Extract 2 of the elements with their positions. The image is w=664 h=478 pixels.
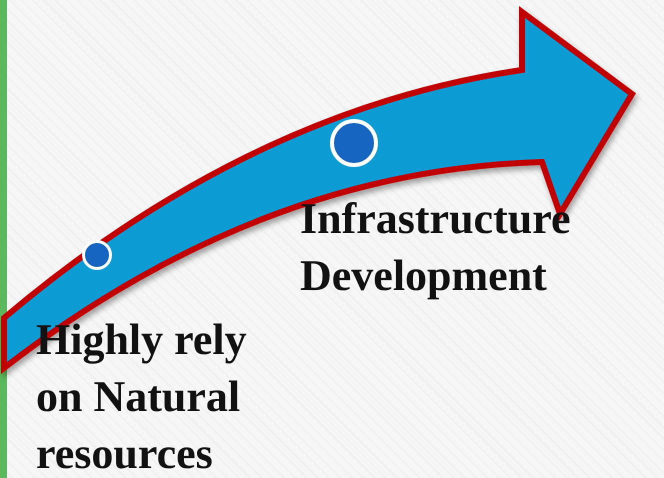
stage-label: Infrastructure Development — [300, 190, 664, 304]
stage-label: Highly rely on Natural resources — [36, 311, 298, 478]
